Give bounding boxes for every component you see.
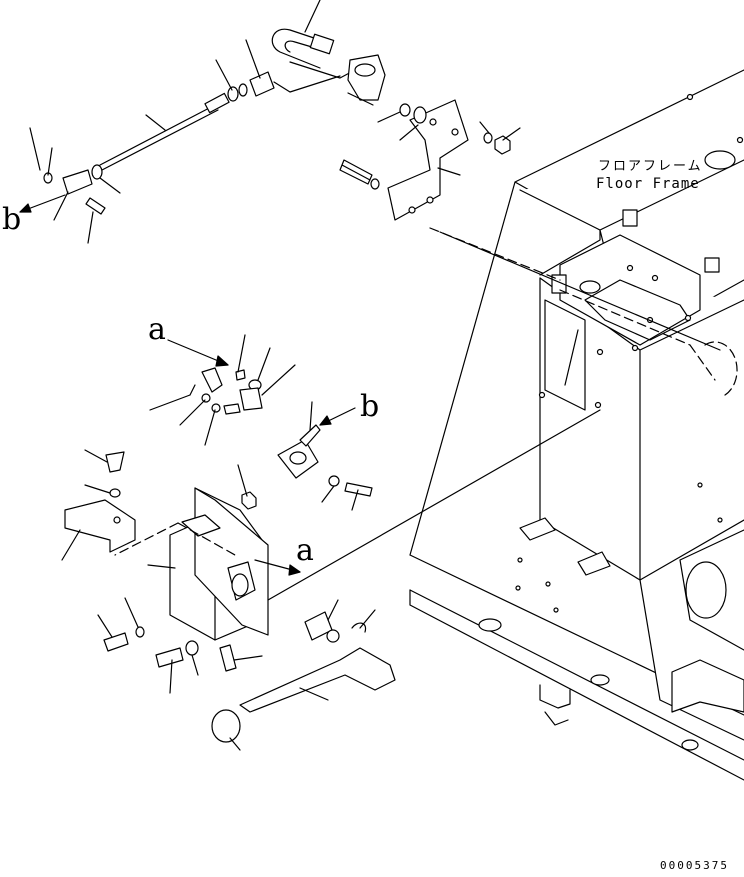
arrow-a-mid-head — [288, 564, 301, 576]
bracket-hole-3 — [408, 206, 416, 214]
pivot-hole — [231, 573, 249, 597]
rod-end-upper — [204, 92, 230, 114]
floor-hole-3 — [681, 739, 699, 751]
arrow-b-right-head — [319, 415, 332, 426]
l-bracket — [64, 499, 136, 553]
document-number: 00005375 — [660, 859, 729, 872]
bracket-nut-2 — [413, 106, 427, 124]
lever-handle — [239, 647, 396, 713]
rod-nut-2 — [238, 83, 248, 97]
right-washer — [483, 132, 493, 144]
knob — [211, 709, 241, 743]
frame-hole-large — [704, 150, 736, 170]
frame-step — [671, 659, 744, 713]
arrow-a-top-head — [215, 355, 229, 367]
bent-pipe — [271, 28, 323, 69]
floor-plate — [409, 589, 744, 781]
rod-end-joint — [249, 71, 275, 97]
floor-frame — [409, 69, 744, 781]
snap-pin — [351, 622, 367, 633]
callout-a-top: a — [148, 312, 166, 347]
left-washer — [135, 626, 145, 638]
rod-nut-1 — [227, 86, 239, 102]
right-nut — [494, 135, 511, 155]
frame-holes-small — [515, 93, 744, 613]
frame-tab-1 — [519, 517, 556, 541]
pipe-fitting — [309, 33, 335, 55]
hex-bolt-left — [103, 632, 129, 652]
leader-lines — [29, 0, 579, 751]
bushing-washer — [326, 629, 340, 643]
bushing — [239, 387, 263, 411]
cotter-pin-1 — [189, 384, 196, 396]
top-clevis — [347, 54, 386, 101]
clevis-eye — [354, 63, 376, 77]
floor-hole-2 — [590, 674, 610, 686]
frame-block-3 — [551, 274, 567, 294]
frame-mount-circle — [704, 341, 738, 396]
lower-assembly — [64, 367, 396, 743]
bracket-plate — [387, 99, 469, 221]
rod-link — [273, 75, 341, 93]
nut-top — [241, 491, 257, 510]
frame-oval-opening — [685, 561, 727, 619]
floor-frame-label-en: Floor Frame — [596, 176, 700, 192]
clevis-link — [201, 367, 223, 393]
floor-frame-label-jp: フロアフレーム — [598, 159, 703, 174]
floor-hole-1 — [478, 618, 502, 632]
clevis-link-washer — [201, 393, 211, 403]
frame-column — [539, 277, 744, 581]
lower-nut — [91, 164, 103, 180]
lever-cam-eye — [289, 451, 307, 465]
frame-hole — [579, 280, 601, 294]
top-linkage — [43, 28, 511, 221]
bracket-hole-2 — [451, 128, 459, 136]
control-rod — [99, 104, 219, 171]
callout-b-left: b — [2, 202, 22, 237]
frame-column-inner — [544, 299, 586, 411]
lever-cam-arm — [299, 424, 321, 447]
l-bracket-washer — [109, 488, 121, 498]
frame-lower-box — [639, 529, 744, 741]
yoke-pin — [85, 197, 106, 215]
cam-bolt — [344, 482, 373, 497]
bracket-hole-4 — [426, 196, 434, 204]
callout-b-right: b — [360, 389, 380, 424]
top-washer — [370, 178, 380, 190]
assembly-lines — [114, 227, 721, 601]
clevis-link-washer-2 — [211, 403, 221, 413]
flange-bolt — [155, 647, 184, 668]
mount-bolt-bottom — [219, 644, 237, 672]
pin-top — [235, 369, 246, 381]
top-bolt — [339, 159, 373, 185]
l-bracket-bolt — [105, 451, 125, 473]
bracket-nut-1 — [399, 103, 411, 117]
bracket-hole-1 — [429, 118, 437, 126]
pipe-rod — [289, 61, 356, 79]
callout-arrows — [19, 194, 356, 576]
l-bracket-hole — [113, 516, 121, 524]
clevis-pin — [223, 403, 241, 415]
frame-block-2 — [704, 257, 720, 273]
frame-top-box — [559, 234, 701, 346]
frame-block-1 — [622, 209, 638, 227]
flange-washer — [185, 640, 199, 656]
arrow-b-left-head — [19, 203, 32, 213]
yoke — [62, 169, 93, 195]
frame-hook — [539, 684, 571, 726]
floor-frame-outline — [409, 69, 744, 716]
frame-tab-2 — [577, 551, 611, 576]
cam-washer — [328, 475, 340, 487]
callout-a-mid: a — [296, 533, 314, 568]
